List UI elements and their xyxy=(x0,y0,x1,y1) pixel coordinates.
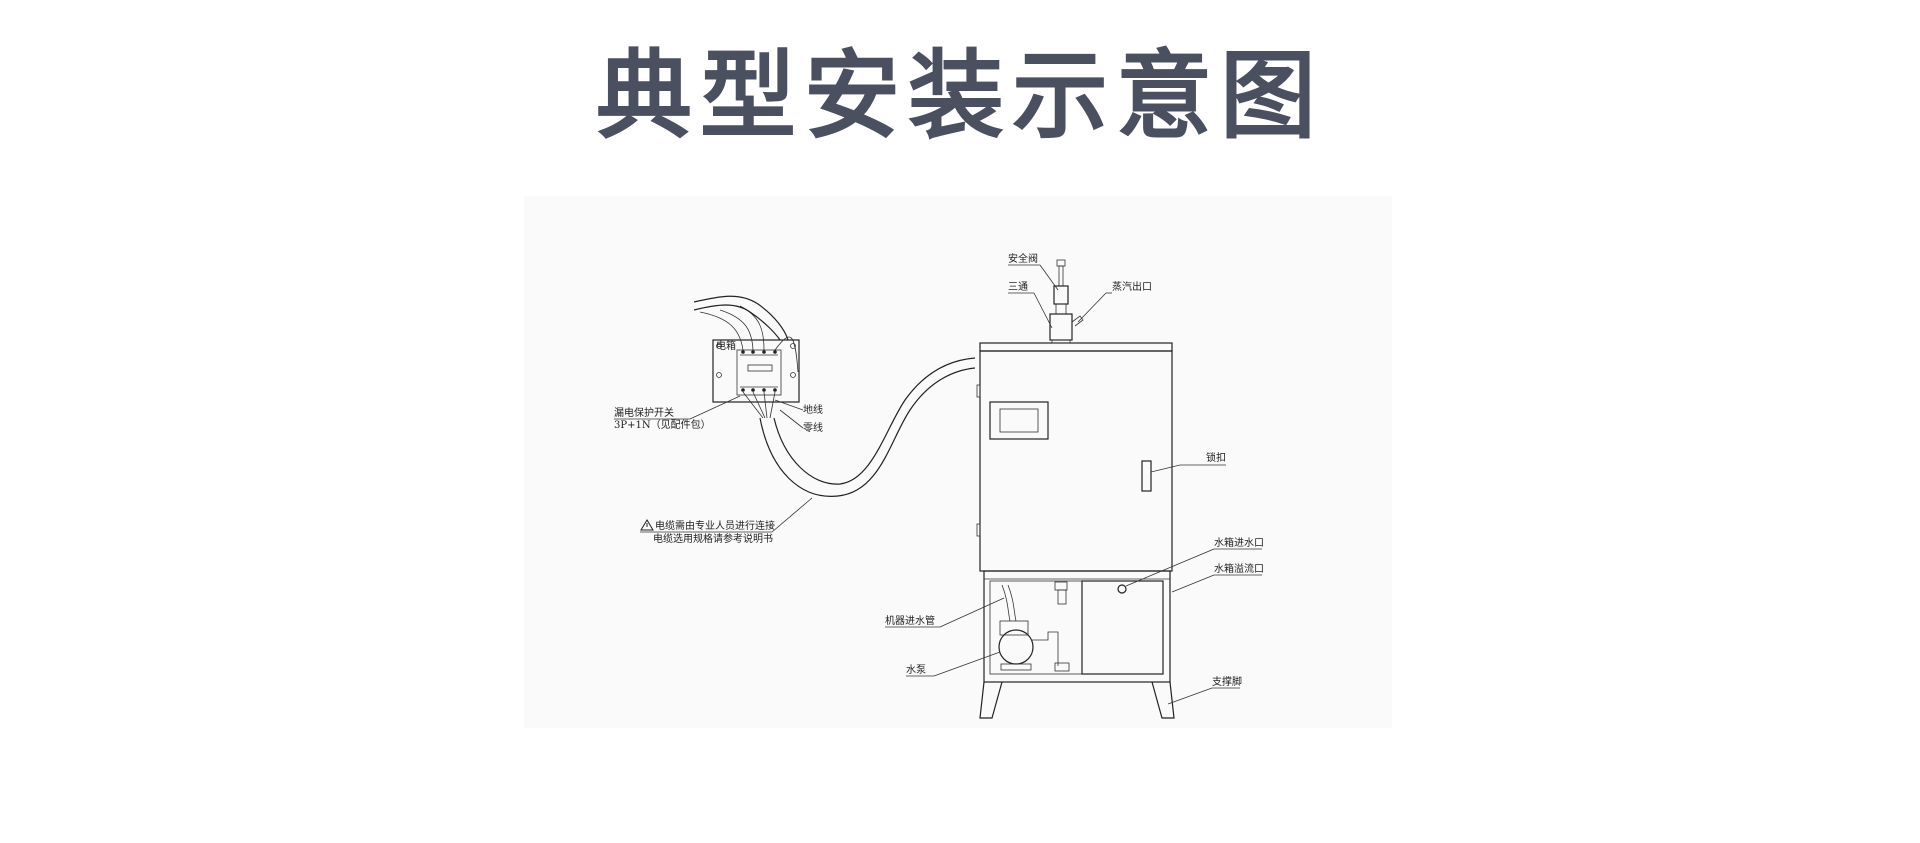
water-pump-label: 水泵 xyxy=(906,664,926,676)
door-lock-label: 锁扣 xyxy=(1206,451,1226,464)
tank-overflow-label: 水箱溢流口 xyxy=(1214,562,1264,575)
safety-valve-label: 安全阀 xyxy=(1008,252,1038,265)
cable-warning: 电缆需由专业人员进行连接 电缆选用规格请参考说明书 xyxy=(640,497,813,545)
water-tank xyxy=(1081,580,1164,675)
leakage-switch-body xyxy=(736,349,782,396)
water-pump-body xyxy=(998,620,1070,672)
ground-wire-label: 地线 xyxy=(803,403,823,416)
leakage-switch-spec: 3P+1N（见配件包） xyxy=(614,418,711,431)
valve-assembly xyxy=(1049,259,1084,344)
warning-triangle-icon xyxy=(640,519,654,531)
machine-inlet-pipe-label: 机器进水管 xyxy=(885,614,935,627)
control-display xyxy=(989,401,1049,440)
installation-diagram xyxy=(524,196,1392,728)
page-title: 典型安装示意图 xyxy=(596,40,1324,152)
steam-generator xyxy=(976,342,1175,719)
tee-label: 三通 xyxy=(1008,281,1028,293)
electric-box-label: 电箱 xyxy=(716,339,736,352)
door-lock xyxy=(1141,460,1152,492)
cable-spec-text: 电缆选用规格请参考说明书 xyxy=(653,532,773,545)
support-leg-label: 支撑脚 xyxy=(1212,675,1242,688)
power-cable xyxy=(759,357,976,497)
electric-box xyxy=(699,305,800,419)
neutral-wire-label: 零线 xyxy=(803,421,823,434)
steam-outlet-label: 蒸汽出口 xyxy=(1112,280,1152,293)
tank-inlet-label: 水箱进水口 xyxy=(1214,536,1264,549)
incoming-cable xyxy=(693,295,789,341)
tank-inlet-port xyxy=(1117,584,1127,594)
cable-warning-text: 电缆需由专业人员进行连接 xyxy=(655,519,775,532)
leakage-switch-label: 漏电保护开关 xyxy=(614,406,674,419)
